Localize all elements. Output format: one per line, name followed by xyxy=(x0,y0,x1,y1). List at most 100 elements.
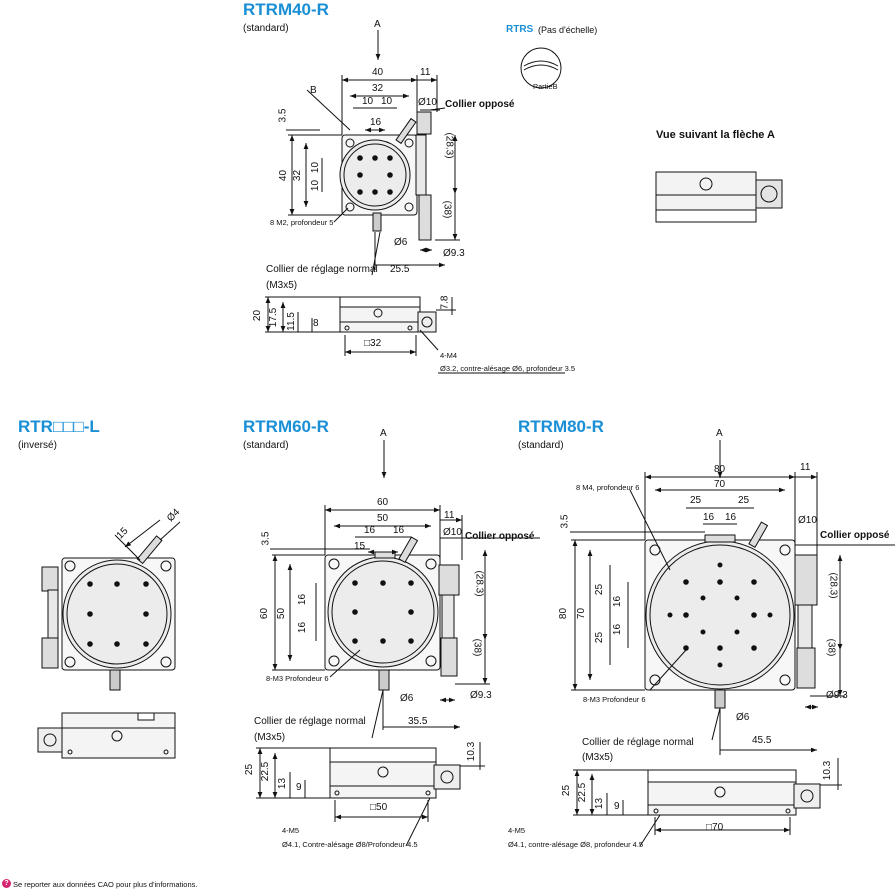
rtrm60-dim: 60 xyxy=(259,607,271,620)
rtrm80-dim: 10.3 xyxy=(822,760,834,781)
rtrm60-dim: 13 xyxy=(277,777,289,790)
rtrm40-dim: Ø9.3 xyxy=(443,248,465,259)
rtrm60-dim: 60 xyxy=(377,497,389,508)
rtrm60-normal-collar-spec: (M3x5) xyxy=(254,732,286,743)
rtrm80-dim: 25 xyxy=(561,784,573,797)
rtrm80-dim: 80 xyxy=(558,607,570,620)
rtrm80-hole-callout: 8-M3 Profondeur 6 xyxy=(583,695,646,704)
rtrm40-dim: 17.5 xyxy=(268,307,280,328)
rtrm60-hole-callout: 8-M3 Profondeur 6 xyxy=(266,674,329,683)
rtrm60-bottom-holes: 4-M5 xyxy=(282,826,300,835)
rtrm40-dim: □32 xyxy=(364,338,382,349)
info-icon: ? xyxy=(2,879,11,888)
rtrm60-subtitle: (standard) xyxy=(243,440,289,451)
rtrm60-dim: Ø10 xyxy=(443,527,462,538)
rtrm40-dim: 32 xyxy=(372,83,384,94)
rtrm60-dim: 15 xyxy=(354,541,366,552)
rtrm60-dim: 22.5 xyxy=(260,761,272,782)
rtrm40-dim: 16 xyxy=(370,117,382,128)
rtrm60-dim: (28.3) xyxy=(473,570,485,597)
rtrm40-hole-callout: 8 M2, profondeur 5 xyxy=(270,218,334,227)
rtrm40-dim: 10 xyxy=(381,96,393,107)
rtrs-part-label: PartieB xyxy=(533,82,558,91)
rtrm40-normal-collar: Collier de réglage normal xyxy=(266,264,378,275)
rtrm80-dim: Ø6 xyxy=(736,712,750,723)
rtrm40-dim: 7.8 xyxy=(439,295,451,310)
rtrm80-normal-collar-spec: (M3x5) xyxy=(582,752,614,763)
inverse-top-view xyxy=(41,519,181,691)
rtrm60-opposite-collar: Collier opposé xyxy=(465,531,535,542)
rtrm40-dim: (38) xyxy=(441,200,453,219)
rtrm60-dim: 16 xyxy=(297,621,309,634)
rtrm60-dim: 9 xyxy=(296,782,302,793)
rtrm60-arrow-label: A xyxy=(380,428,387,439)
rtrm60-top-view xyxy=(270,440,540,739)
rtrm80-dim: 3.5 xyxy=(559,514,571,529)
rtrm80-dim: 16 xyxy=(725,512,737,523)
rtrm60-title: RTRM60-R xyxy=(243,417,329,436)
rtrm40-dim: 20 xyxy=(252,309,264,322)
rtrm40-dim: 3.5 xyxy=(277,108,289,123)
footer-note: Se reporter aux données CAO pour plus d'… xyxy=(13,880,198,889)
rtrm60-normal-collar: Collier de réglage normal xyxy=(254,716,366,727)
rtrm80-dim: (38) xyxy=(825,638,837,657)
rtrm80-title: RTRM80-R xyxy=(518,417,604,436)
rtrm40-callout-b: B xyxy=(310,85,317,96)
rtrm60-dim: Ø6 xyxy=(400,693,414,704)
rtrm40-bottom-spec: Ø3.2, contre-alésage Ø6, profondeur 3.5 xyxy=(440,364,576,373)
rtrm80-dim: 25 xyxy=(594,583,606,596)
rtrm40-title: RTRM40-R xyxy=(243,0,329,19)
rtrm40-dim: Ø6 xyxy=(394,237,408,248)
rtrm60-dim: (38) xyxy=(471,638,483,657)
rtrm80-dim: 16 xyxy=(612,623,624,636)
rtrm60-side-view xyxy=(256,742,485,847)
rtrm40-bottom-holes: 4-M4 xyxy=(440,351,458,360)
rtrm60-dim: □50 xyxy=(370,802,388,813)
rtrm40-opposite-collar: Collier opposé xyxy=(445,99,515,110)
rtrm40-dim: 11.5 xyxy=(285,312,297,331)
rtrm60-dim: 16 xyxy=(364,525,376,536)
rtrm80-dim: 13 xyxy=(594,797,606,810)
rtrm60-dim: 25 xyxy=(244,763,256,776)
rtrm80-top-callout: 8 M4, profondeur 6 xyxy=(576,483,640,492)
rtrm60-dim: 3.5 xyxy=(260,531,272,546)
rtrm80-arrow-label: A xyxy=(716,428,723,439)
rtrm80-dim: 11 xyxy=(800,462,811,473)
rtrm40-normal-collar-spec: (M3x5) xyxy=(266,280,298,291)
rtrm80-dim: 22.5 xyxy=(577,782,589,803)
rtrm40-dim: 11 xyxy=(420,67,431,78)
rtrm60-dim: Ø9.3 xyxy=(470,690,492,701)
rtrm40-dim: Ø10 xyxy=(418,97,437,108)
rtrm40-dim: 10 xyxy=(362,96,374,107)
rtrm80-bottom-spec: Ø4.1, contre-alésage Ø8, profondeur 4.5 xyxy=(508,840,644,849)
rtrs-title: RTRS xyxy=(506,24,534,35)
rtrm40-subtitle: (standard) xyxy=(243,23,289,34)
rtrm80-dim: 45.5 xyxy=(752,735,772,746)
rtrm80-dim: (28.3) xyxy=(827,572,839,599)
rtrm80-subtitle: (standard) xyxy=(518,440,564,451)
rtrm60-dim: 50 xyxy=(377,513,389,524)
rtrs-partb xyxy=(520,47,562,89)
rtrm80-normal-collar: Collier de réglage normal xyxy=(582,737,694,748)
rtrm80-dim: 16 xyxy=(703,512,715,523)
rtrm80-bottom-holes: 4-M5 xyxy=(508,826,526,835)
rtrs-subtitle: (Pas d'échelle) xyxy=(538,25,598,35)
rtrm40-dim: 10 xyxy=(310,179,322,192)
rtrm80-dim: □70 xyxy=(706,822,724,833)
arrow-view-title: Vue suivant la flèche A xyxy=(656,129,776,141)
rtrm60-dim: 10.3 xyxy=(466,741,478,762)
rtrm40-arrow-label: A xyxy=(374,19,381,30)
rtrm40-side-view xyxy=(265,296,565,374)
rtrm40-dim: 40 xyxy=(372,67,384,78)
rtrm60-dim: 50 xyxy=(276,607,288,620)
rtrm40-dim: 10 xyxy=(310,161,322,174)
rtrm40-top-view xyxy=(286,30,460,276)
rtrm80-dim: Ø9.3 xyxy=(826,690,848,701)
rtrm80-dim: 16 xyxy=(612,595,624,608)
rtrm60-dim: 16 xyxy=(297,593,309,606)
rtrm80-dim: 70 xyxy=(576,607,588,620)
rtrm80-dim: 25 xyxy=(690,495,702,506)
rtrm40-dim: 8 xyxy=(313,318,319,329)
arrow-a-view xyxy=(655,171,783,223)
